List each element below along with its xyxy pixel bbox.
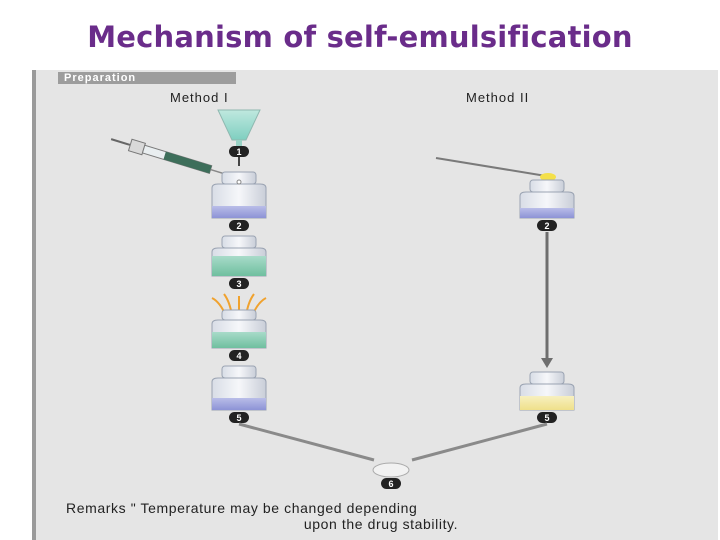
method-2-label: Method II [466, 90, 530, 105]
syringe-icon [110, 138, 238, 179]
figure-panel: Preparation Method I Method II [32, 70, 718, 540]
svg-text:2: 2 [544, 221, 549, 231]
preparation-header: Preparation [58, 72, 236, 84]
vial-green-2 [211, 235, 267, 277]
step-1-number: 1 [236, 147, 241, 157]
svg-text:6: 6 [388, 479, 393, 489]
slide-title: Mechanism of self-emulsification [87, 20, 633, 54]
method-1-label: Method I [170, 90, 229, 105]
arrow-down-icon [541, 358, 553, 368]
svg-text:3: 3 [236, 279, 241, 289]
remarks-text: Remarks " Temperature may be changed dep… [66, 500, 716, 532]
step-badge-4: 4 [229, 350, 249, 361]
vial-blue-4 [211, 365, 267, 411]
step-badge-5-right: 5 [537, 412, 557, 423]
capsule-icon [372, 462, 410, 478]
vial-green-3 [211, 309, 267, 349]
svg-text:5: 5 [236, 413, 241, 423]
self-emulsification-diagram: 1 2 3 [110, 109, 575, 489]
step-badge-5-left: 5 [229, 412, 249, 423]
remarks-line-1: Remarks " Temperature may be changed dep… [66, 500, 418, 516]
step-badge-6: 6 [381, 478, 401, 489]
remarks-line-2: upon the drug stability. [303, 516, 459, 532]
vial-blue-1 [211, 171, 267, 219]
step-badge-3: 3 [229, 278, 249, 289]
funnel-icon [217, 109, 261, 146]
vial-blue-method2 [519, 179, 575, 219]
svg-text:2: 2 [236, 221, 241, 231]
step-badge-2: 2 [229, 220, 249, 231]
svg-text:4: 4 [236, 351, 241, 361]
dropper-icon [435, 157, 556, 181]
step-badge-2-right: 2 [537, 220, 557, 231]
svg-text:5: 5 [544, 413, 549, 423]
step-badge-1: 1 [229, 146, 249, 157]
vial-yellow-method2 [519, 371, 575, 411]
